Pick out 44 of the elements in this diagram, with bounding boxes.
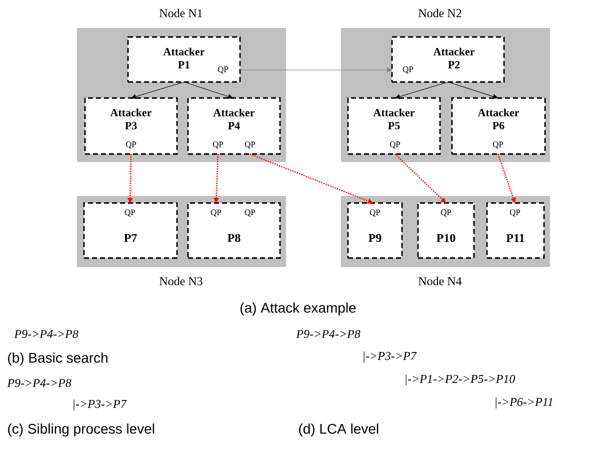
port-label: QP: [124, 210, 136, 216]
process-label: P7: [124, 234, 137, 242]
group-heading: Node N1: [160, 8, 202, 18]
process-label: Attacker P3: [110, 108, 152, 130]
path-text: |->P1->P2->P5->P10: [406, 374, 516, 386]
port-label: QP: [244, 210, 256, 216]
subfigure-caption: (b) Basic search: [8, 352, 108, 366]
process-label: Attacker P5: [373, 108, 415, 130]
path-text: |->P3->P7: [364, 352, 417, 362]
group-heading: Node N3: [160, 276, 202, 286]
arrow: [448, 82, 498, 99]
process-label: P11: [506, 234, 524, 242]
path-text: P9->P4->P8: [296, 330, 360, 338]
process-label: P8: [228, 234, 240, 242]
port-label: QP: [210, 210, 222, 216]
port-label: QP: [244, 142, 256, 148]
path-text: P9->P4->P8: [7, 378, 72, 388]
arrow: [394, 154, 446, 203]
port-label: QP: [370, 210, 380, 216]
arrow: [395, 82, 448, 100]
port-label: QP: [390, 142, 400, 148]
path-text: |->P6->P11: [496, 398, 552, 408]
port-label: QP: [510, 210, 520, 216]
port-label: QP: [440, 210, 452, 216]
path-text: |->P3->P7: [74, 400, 127, 410]
process-label: Attacker P2: [433, 48, 475, 68]
path-text: P9->P4->P8: [14, 330, 78, 338]
process-label: Attacker P1: [163, 48, 205, 68]
port-label: QP: [218, 66, 228, 74]
group-heading: Node N4: [418, 276, 462, 286]
subfigure-caption: (a) Attack example: [240, 302, 356, 316]
process-label: Attacker P6: [478, 108, 520, 130]
port-label: QP: [402, 66, 414, 74]
subfigure-caption: (d) LCA level: [299, 423, 378, 437]
process-label: Attacker P4: [213, 108, 255, 130]
group-heading: Node N2: [418, 8, 462, 18]
arrow: [131, 82, 184, 100]
port-label: QP: [492, 142, 504, 148]
process-label: P10: [436, 234, 456, 242]
arrow: [184, 82, 233, 99]
process-label: P9: [368, 234, 382, 242]
subfigure-caption: (c) Sibling process level: [8, 423, 154, 437]
port-label: QP: [212, 142, 224, 148]
port-label: QP: [126, 142, 136, 148]
